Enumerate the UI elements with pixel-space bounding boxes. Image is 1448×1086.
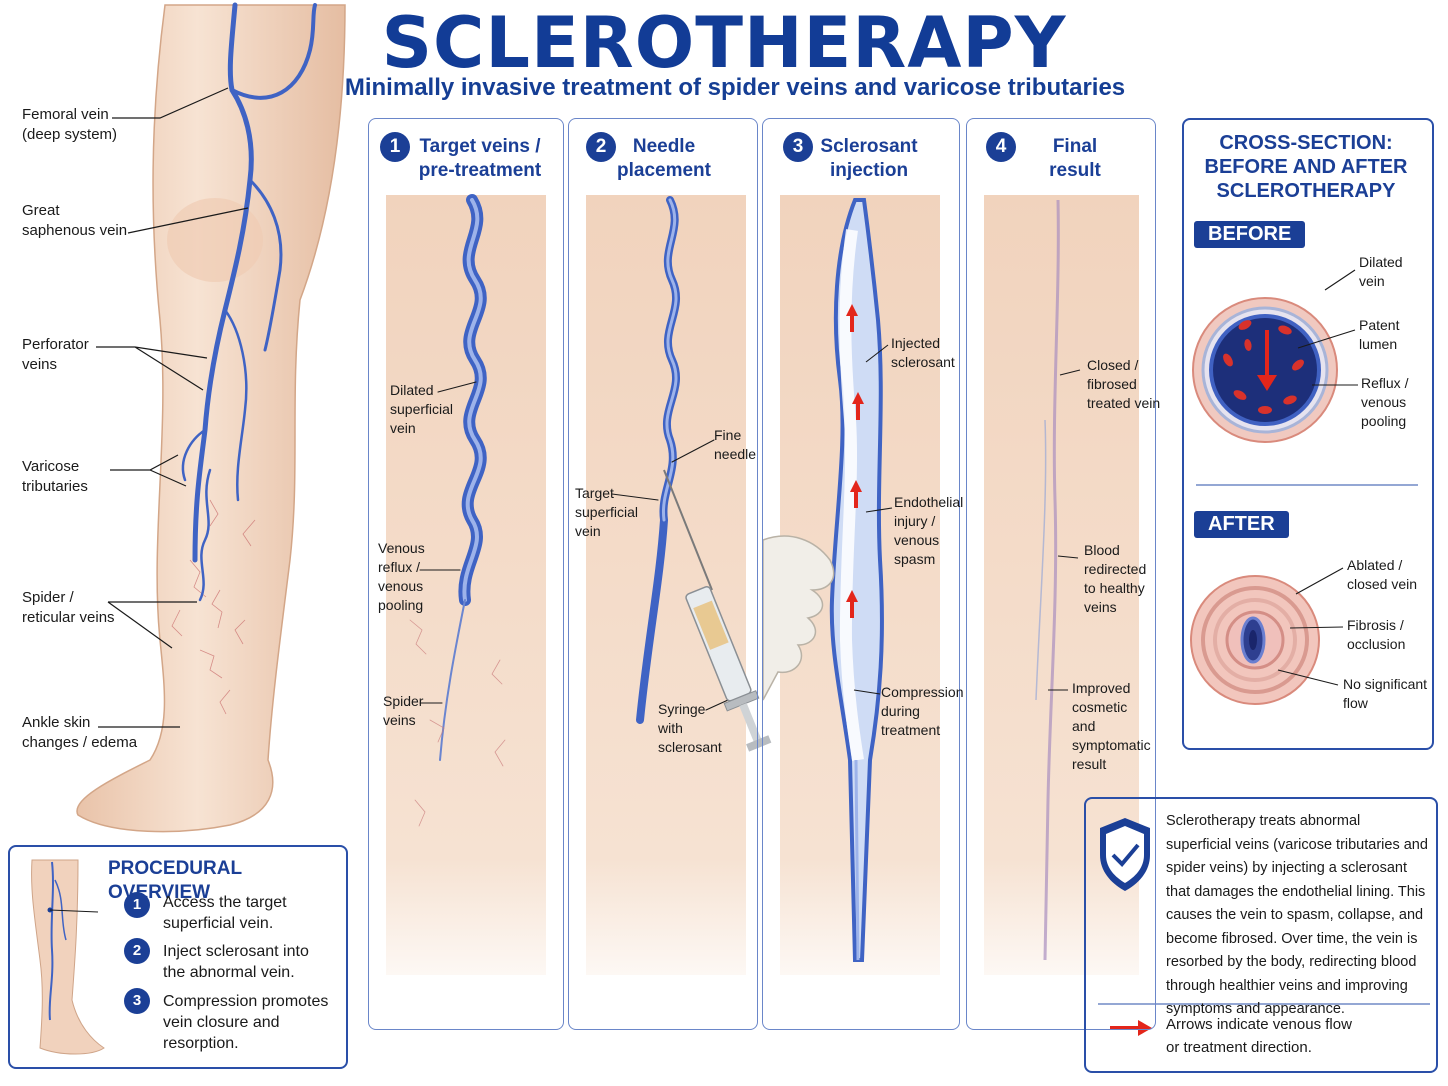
label-blood-redirected: Blood redirected to healthy veins xyxy=(1084,542,1147,615)
overview-step-number: 1 xyxy=(124,892,150,918)
panel1-vein xyxy=(409,194,506,827)
step-title: Needle placement xyxy=(617,136,711,181)
flow-arrow-icons xyxy=(846,304,864,618)
gloved-hand-icon xyxy=(762,535,835,701)
info-text: Sclerotherapy treats abnormal superficia… xyxy=(1166,813,1428,1017)
page-title: SCLEROTHERAPY xyxy=(381,2,1067,84)
page-subtitle: Minimally invasive treatment of spider v… xyxy=(344,74,1126,101)
overview-step-text: Inject sclerosant into the abnormal vein… xyxy=(163,943,309,981)
step-panel-1 xyxy=(368,118,564,1030)
panel4-vein xyxy=(1035,199,1081,961)
step-title: Sclerosant injection xyxy=(820,136,918,181)
before-badge: BEFORE xyxy=(1194,221,1306,248)
legend-text: Arrows indicate venous flow or treatment… xyxy=(1166,1016,1352,1056)
panel3-vein xyxy=(829,198,893,962)
step-number-badge: 4 xyxy=(986,132,1016,162)
after-badge: AFTER xyxy=(1194,511,1289,538)
overview-step-text: Access the target superficial vein. xyxy=(163,894,287,932)
step-number-badge: 2 xyxy=(586,132,616,162)
label-perforator-veins: Perforator veins xyxy=(22,336,89,373)
step-title: Final result xyxy=(1049,136,1101,181)
step-panel-4 xyxy=(966,118,1156,1030)
label-target-superficial-vein: Target superficial vein xyxy=(575,485,639,539)
label-varicose-tributaries: Varicose tributaries xyxy=(22,458,88,495)
shield-check-icon xyxy=(1100,818,1150,891)
label-improved-result: Improved cosmetic and symptomatic result xyxy=(1072,680,1151,772)
label-venous-reflux: Venous reflux / venous pooling xyxy=(378,540,425,613)
overview-step-number: 2 xyxy=(124,938,150,964)
label-ankle-skin-changes: Ankle skin changes / edema xyxy=(22,714,138,751)
step-legs xyxy=(386,195,1139,975)
label-spider-reticular-veins: Spider / reticular veins xyxy=(22,589,115,626)
leg-illustration xyxy=(76,2,346,833)
label-injected-sclerosant: Injected sclerosant xyxy=(891,335,955,370)
label-fine-needle: Fine needle xyxy=(714,427,757,462)
overview-step-number: 3 xyxy=(124,988,150,1014)
step-panel-3 xyxy=(762,118,960,1030)
label-great-saphenous-vein: Great saphenous vein xyxy=(22,202,128,239)
step-number-badge: 3 xyxy=(783,132,813,162)
label-compression: Compression during treatment xyxy=(881,684,964,738)
label-spider-veins: Spider veins xyxy=(383,693,424,728)
label-femoral-vein: Femoral vein (deep system) xyxy=(22,106,118,143)
mini-leg-icon xyxy=(31,859,105,1055)
syringe-icon xyxy=(663,469,772,752)
label-patent-lumen: Patent lumen xyxy=(1359,317,1400,352)
procedural-overview-box xyxy=(8,845,348,1069)
cross-section-title: CROSS-SECTION: BEFORE AND AFTER SCLEROTH… xyxy=(1204,132,1408,202)
label-closed-fibrosed-vein: Closed / fibrosed treated vein xyxy=(1087,357,1161,411)
red-arrow-icon xyxy=(1110,1020,1152,1036)
label-reflux-pooling: Reflux / venous pooling xyxy=(1361,375,1409,429)
step-title: Target veins / pre-treatment xyxy=(418,136,542,181)
overview-step-text: Compression promotes vein closure and re… xyxy=(163,993,329,1052)
cross-section-box xyxy=(1182,118,1434,750)
cross-section-before xyxy=(1192,269,1358,443)
label-dilated-vein: Dilated vein xyxy=(1359,254,1403,289)
info-box xyxy=(1084,797,1438,1073)
label-fibrosis-occlusion: Fibrosis / occlusion xyxy=(1347,617,1406,652)
label-syringe: Syringe with sclerosant xyxy=(658,701,722,755)
step-panel-2 xyxy=(568,118,758,1030)
cross-section-after xyxy=(1190,567,1344,705)
label-dilated-superficial-vein: Dilated superficial vein xyxy=(390,382,454,436)
label-endothelial-injury: Endothelial injury / venous spasm xyxy=(894,494,964,567)
step-number-badge: 1 xyxy=(380,132,410,162)
panel2-vein xyxy=(611,196,729,724)
label-no-significant-flow: No significant flow xyxy=(1343,676,1428,711)
label-ablated-vein: Ablated / closed vein xyxy=(1347,557,1418,592)
